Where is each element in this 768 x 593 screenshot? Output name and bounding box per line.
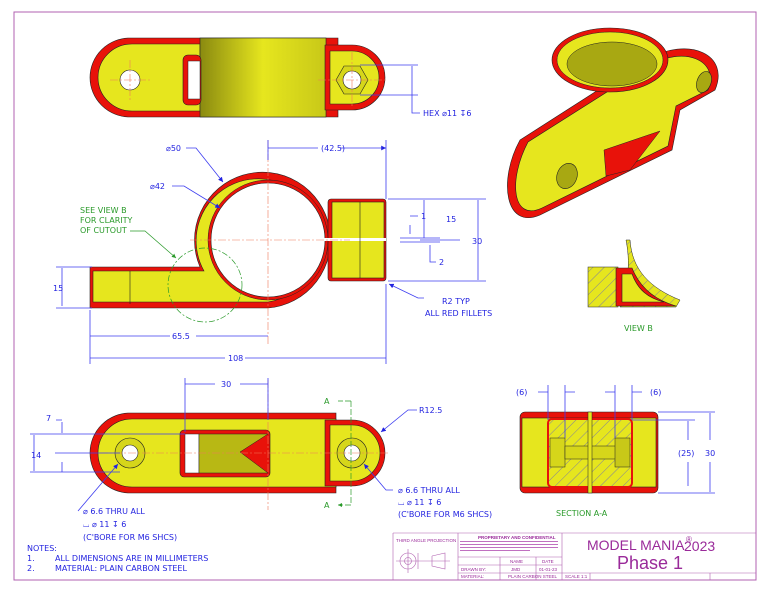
notes-heading: NOTES: <box>27 544 57 553</box>
section-marker-top: A <box>324 397 330 406</box>
dim-25: (25) <box>678 449 694 458</box>
dim-1: 1 <box>421 212 426 221</box>
fillet-note: R2 TYP <box>442 297 470 306</box>
top-view: HEX ⌀11 ↧6 <box>89 37 471 118</box>
dim-108: 108 <box>228 354 243 363</box>
sheet-border <box>13 11 757 581</box>
dim-dia-42: ⌀42 <box>150 182 165 191</box>
drawn-by: JMD <box>511 567 521 572</box>
view-b-label: VIEW B <box>624 324 653 333</box>
note-view-b: SEE VIEW B <box>80 206 127 215</box>
dim-6-right: (6) <box>650 388 661 397</box>
section-a-a-label: SECTION A-A <box>556 509 608 518</box>
note-number: 2. <box>27 564 35 573</box>
scale-label: SCALE 1:1 <box>565 574 588 579</box>
notes: NOTES: 1. ALL DIMENSIONS ARE IN MILLIMET… <box>27 544 208 573</box>
dim-65-5: 65.5 <box>172 332 190 341</box>
note-view-b-line3: OF CUTOUT <box>80 226 127 235</box>
title-block-text: THIRD ANGLE PROJECTION PROPRIETARY AND C… <box>396 535 715 579</box>
dim-30: 30 <box>472 237 482 246</box>
material-label: MATERIAL: <box>461 574 484 579</box>
dim-30-section: 30 <box>705 449 715 458</box>
front-view: (42.5) ⌀50 ⌀42 SEE VIEW B FOR CLARITY OF… <box>53 140 492 364</box>
note-number: 1. <box>27 554 35 563</box>
hole-callout-left-note: (C'BORE FOR M6 SHCS) <box>83 533 177 542</box>
dim-2: 2 <box>439 258 444 267</box>
dim-7: 7 <box>46 414 51 423</box>
name-header: NAME <box>510 559 523 564</box>
hole-callout-left-cbore: ⌴ ⌀ 11 ↧ 6 <box>83 520 126 529</box>
section-marker-bottom: A <box>324 501 330 510</box>
dim-dia-50: ⌀50 <box>166 144 181 153</box>
drawn-date: 01-01-23 <box>539 567 558 572</box>
projection-label: THIRD ANGLE PROJECTION <box>396 538 456 543</box>
hole-callout-right: ⌀ 6.6 THRU ALL <box>398 486 460 495</box>
proprietary-label: PROPRIETARY AND CONFIDENTIAL <box>478 535 556 540</box>
drawing-subtitle: Phase 1 <box>617 553 683 573</box>
hole-callout-left: ⌀ 6.6 THRU ALL <box>83 507 145 516</box>
isometric-view <box>507 27 719 218</box>
fillet-note-line2: ALL RED FILLETS <box>425 309 492 318</box>
detail-circle <box>167 247 243 323</box>
title-block <box>392 532 756 580</box>
dim-6-left: (6) <box>516 388 527 397</box>
dim-15-left: 15 <box>53 284 63 293</box>
note-item: MATERIAL: PLAIN CARBON STEEL <box>55 564 187 573</box>
dim-14: 14 <box>31 451 41 460</box>
hole-callout-right-note: (C'BORE FOR M6 SHCS) <box>398 510 492 519</box>
drawing-year: 2023 <box>684 538 715 554</box>
note-item: ALL DIMENSIONS ARE IN MILLIMETERS <box>55 554 208 563</box>
drawing-title: MODEL MANIA <box>587 537 685 553</box>
drawn-by-label: DRAWN BY: <box>461 567 486 572</box>
note-view-b-line2: FOR CLARITY <box>80 216 133 225</box>
date-header: DATE <box>542 559 554 564</box>
dim-r12-5: R12.5 <box>419 406 442 415</box>
detail-view-b: VIEW B <box>587 239 681 333</box>
section-view: (6) (6) (25) 30 SECTION A-A <box>516 385 715 518</box>
dim-30-slot: 30 <box>221 380 231 389</box>
dim-15-right: 15 <box>446 215 456 224</box>
material-value: PLAIN CARBON STEEL <box>508 574 558 579</box>
bottom-view: 30 7 14 A A R12.5 ⌀ 6.6 THRU ALL ⌴ ⌀ 11 … <box>30 378 492 542</box>
registered-mark: ® <box>686 535 692 544</box>
dim-42-5: (42.5) <box>321 144 345 153</box>
hole-callout-right-cbore: ⌴ ⌀ 11 ↧ 6 <box>398 498 441 507</box>
hex-callout: HEX ⌀11 ↧6 <box>423 109 471 118</box>
